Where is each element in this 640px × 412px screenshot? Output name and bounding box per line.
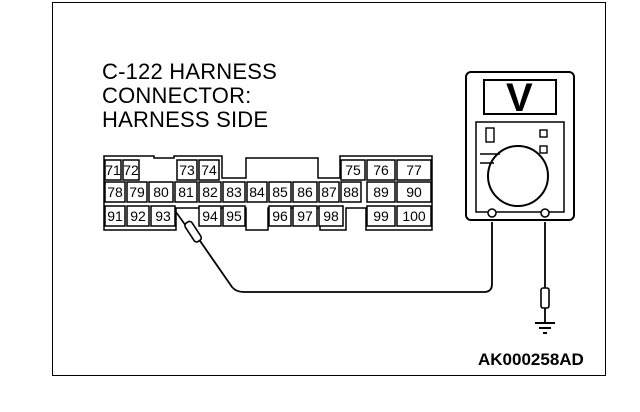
title-line-2: CONNECTOR: [102,83,252,108]
test-lead-wire [197,222,493,293]
pin-cell-91 [104,205,126,227]
pin-label-88: 88 [343,184,359,200]
title-line-1: C-122 HARNESS [102,59,277,84]
ground-lead [540,222,550,322]
pin-label-73: 73 [179,162,195,178]
pin-cell-75 [340,159,366,181]
pin-cell-86 [292,181,318,203]
pin-label-71: 71 [105,162,121,178]
pin-label-79: 79 [129,184,145,200]
pin-cell-78 [104,181,126,203]
pin-label-80: 80 [153,184,169,200]
pin-cell-73 [176,159,198,181]
pin-label-86: 86 [297,184,313,200]
pin-cell-95 [222,205,246,227]
pin-label-77: 77 [406,162,422,178]
pin-label-74: 74 [201,162,217,178]
reference-code: AK000258AD [478,350,584,369]
pin-cell-92 [126,205,150,227]
pin-label-85: 85 [272,184,288,200]
pin-label-91: 91 [107,208,123,224]
pin-label-78: 78 [107,184,123,200]
pin-cell-100 [396,205,432,227]
pin-cell-94 [198,205,222,227]
pin-cell-77 [396,159,432,181]
pin-cell-76 [366,159,396,181]
pin-label-97: 97 [297,208,313,224]
pin-label-83: 83 [226,184,242,200]
pin-label-98: 98 [323,208,339,224]
diagram-frame [52,2,606,376]
pin-cell-89 [366,181,396,203]
pin-label-76: 76 [373,162,389,178]
pin-cell-80 [148,181,174,203]
pin-label-81: 81 [178,184,194,200]
pin-cell-72 [122,159,140,181]
pin-cell-87 [318,181,340,203]
meter-display-symbol: V [506,76,533,120]
pin-cell-96 [268,205,292,227]
pin-label-84: 84 [249,184,265,200]
pin-cell-74 [198,159,220,181]
harness-connector [103,155,433,231]
pin-cell-84 [246,181,268,203]
probe-icon [175,211,203,243]
pin-label-92: 92 [130,208,146,224]
pin-cell-79 [126,181,148,203]
voltmeter-icon [465,71,575,221]
pin-label-95: 95 [226,208,242,224]
pin-label-99: 99 [373,208,389,224]
pin-cell-97 [292,205,318,227]
pin-cell-85 [268,181,292,203]
pin-cell-93 [150,205,176,227]
pin-cell-99 [366,205,396,227]
pin-label-96: 96 [272,208,288,224]
pin-cell-90 [396,181,432,203]
pin-label-72: 72 [123,162,139,178]
pin-cell-71 [104,159,122,181]
pin-label-94: 94 [202,208,218,224]
pin-label-90: 90 [406,184,422,200]
pin-cell-88 [340,181,362,203]
pin-label-89: 89 [373,184,389,200]
pin-label-82: 82 [202,184,218,200]
pin-cell-82 [198,181,222,203]
pin-cell-98 [318,205,344,227]
pin-label-87: 87 [321,184,337,200]
title-line-3: HARNESS SIDE [102,107,269,132]
pin-label-75: 75 [345,162,361,178]
pin-label-100: 100 [402,208,426,224]
pin-cell-81 [174,181,198,203]
ground-icon [535,322,555,334]
pin-label-93: 93 [155,208,171,224]
connector-outline [103,155,433,231]
pin-cell-83 [222,181,246,203]
